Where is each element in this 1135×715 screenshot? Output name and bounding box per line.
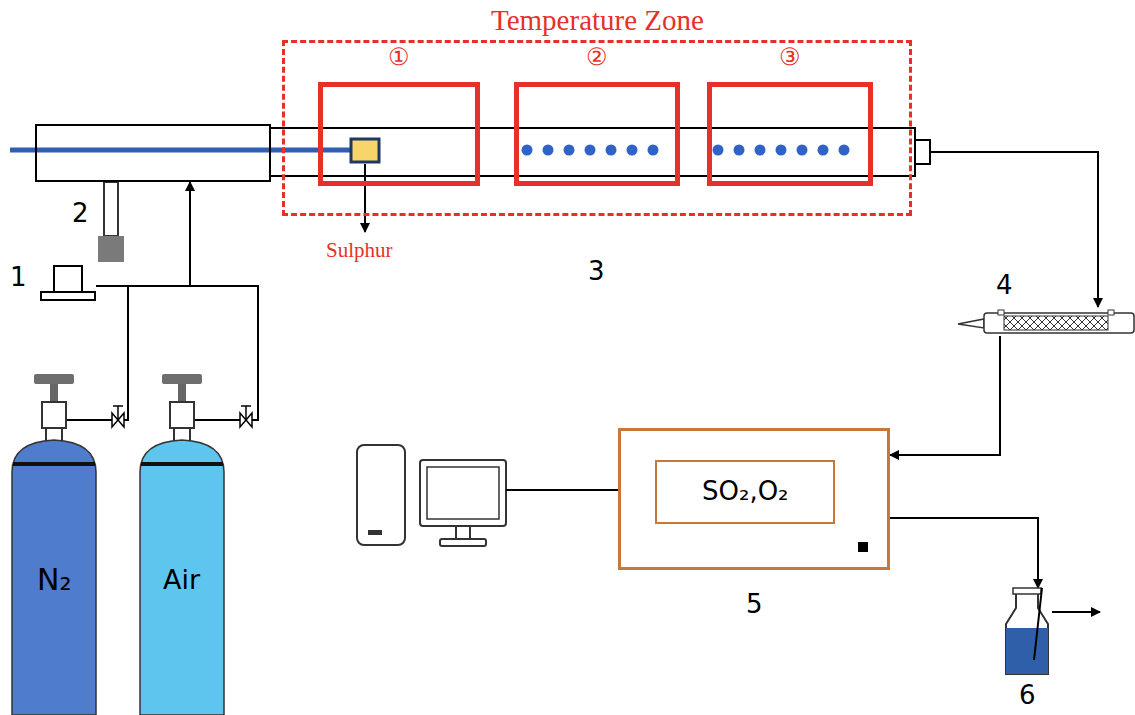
callout-number: 6 [1019, 680, 1036, 711]
monitor [420, 460, 506, 526]
gas-line [930, 152, 1098, 307]
zone-number: ② [586, 43, 608, 72]
analyzer-display: SO₂,O₂ [655, 460, 835, 524]
heater-zone: ③ [707, 82, 873, 186]
condenser: 4 [958, 310, 1135, 336]
cylinder-label: N₂ [37, 562, 71, 598]
gas-cylinder: N₂ [8, 372, 108, 715]
monitor-stand [456, 526, 470, 539]
data-cable [506, 489, 618, 491]
tpiece-handle [98, 236, 124, 262]
catalyst-beads [522, 145, 850, 156]
monitor-screen [427, 467, 499, 519]
feed-rod [10, 148, 352, 153]
power-indicator [858, 542, 868, 552]
zone-number: ① [388, 43, 410, 72]
callout-number: 4 [996, 270, 1013, 301]
zone-number: ③ [779, 43, 801, 72]
sulphur-pointer [364, 164, 366, 232]
gas-cylinder: Air [136, 372, 236, 715]
flow-controller: 1 [40, 264, 96, 302]
gas-line [890, 336, 1000, 455]
callout-number: 2 [72, 198, 89, 229]
absorption-bottle: 6 [1004, 588, 1050, 676]
heater-zone: ① [318, 82, 480, 186]
monitor-base [440, 539, 486, 546]
callout-number: 1 [10, 262, 27, 293]
part-label: Sulphur [326, 238, 393, 263]
gas-line [890, 518, 1038, 588]
tpiece-tube: 2 [35, 124, 271, 182]
valve-symbol [240, 406, 252, 427]
heater-zone: ② [514, 82, 680, 186]
gas-line [96, 286, 258, 420]
exhaust-line [1052, 611, 1100, 613]
callout-number: 5 [746, 589, 763, 620]
gas-line [96, 182, 190, 286]
furnace-tube [270, 128, 915, 176]
temperature-zone-frame: Temperature Zone①②③ [282, 40, 912, 216]
callout-number: 3 [588, 256, 605, 287]
valve-symbol [112, 406, 124, 427]
sulphur-boat [351, 139, 379, 162]
tpiece-stem [104, 182, 118, 236]
zone-heading: Temperature Zone [491, 3, 704, 38]
tower-button [368, 530, 382, 535]
gas-species: SO₂,O₂ [702, 476, 789, 507]
cylinder-label: Air [163, 564, 200, 596]
gas-analyzer: 5SO₂,O₂ [618, 428, 890, 570]
gas-line [96, 286, 128, 420]
computer-tower [357, 445, 405, 545]
tube-outlet [915, 140, 930, 164]
